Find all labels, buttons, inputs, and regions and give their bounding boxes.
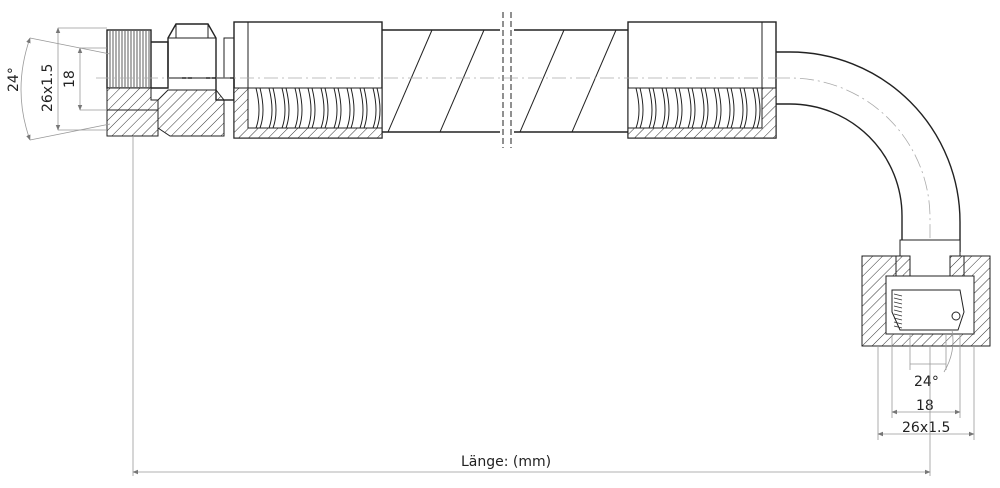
hex-nut-section	[157, 89, 225, 137]
length-label: Länge: (mm)	[461, 454, 551, 470]
crimp-ribs	[255, 87, 381, 129]
right-angle-label: 24°	[914, 374, 939, 390]
bent-tube	[776, 51, 961, 330]
right-thread-label: 26x1.5	[902, 420, 950, 436]
left-fitting	[106, 23, 235, 137]
thread-lines	[109, 31, 150, 87]
right-ferrule	[627, 21, 777, 139]
right-fitting	[861, 239, 991, 347]
hose-body	[382, 12, 628, 148]
left-bore-label: 18	[62, 70, 78, 88]
right-dimensions	[877, 329, 975, 440]
hex-nut	[167, 23, 217, 79]
length-dimension	[132, 136, 931, 476]
o-ring	[951, 311, 961, 321]
crimp-ribs	[635, 87, 761, 129]
left-dimensions	[20, 27, 111, 141]
right-bore-label: 18	[916, 398, 934, 414]
left-angle-label: 24°	[6, 67, 22, 92]
left-thread-label: 26x1.5	[40, 64, 56, 112]
male-thread-body	[106, 29, 152, 89]
left-ferrule	[233, 21, 383, 139]
male-end-section	[106, 87, 159, 137]
